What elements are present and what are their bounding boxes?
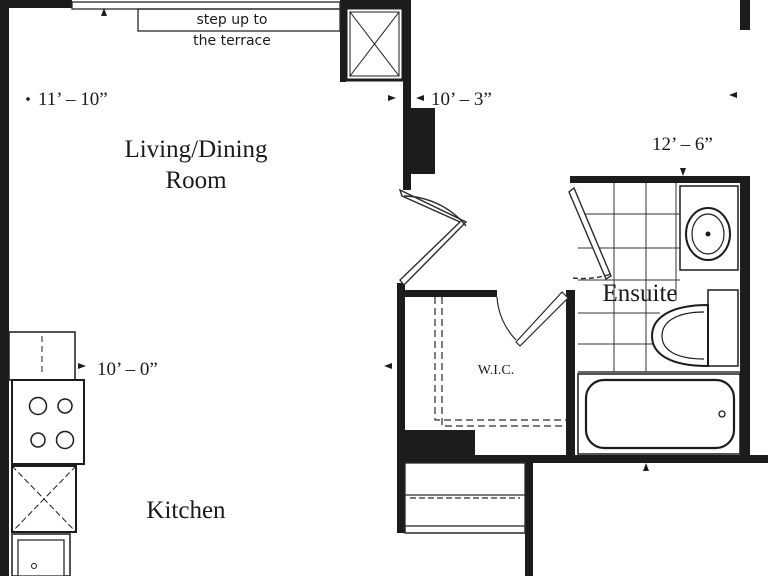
basin-outer (685, 207, 731, 261)
burner-icon (30, 432, 46, 448)
terrace-note-line2: the terrace (193, 33, 271, 49)
closet-partition (525, 460, 533, 576)
ensuite-door-leaf (568, 186, 612, 281)
closet-door-track (404, 525, 526, 534)
south-wall (400, 455, 768, 463)
terrace-step (71, 1, 341, 32)
door-swing-arc (403, 195, 467, 227)
east-wall-bathroom (740, 176, 750, 461)
dimension-tick (416, 95, 424, 101)
structural-column (344, 6, 405, 82)
dimension-markers (26, 8, 737, 471)
ensuite-tiles (578, 183, 740, 373)
dimension-tick (729, 92, 737, 98)
west-wall (0, 0, 9, 576)
dimension-dot (26, 97, 30, 101)
ensuite-door (568, 186, 612, 281)
burner-icon (55, 430, 75, 450)
column-inner (349, 11, 400, 77)
center-wall-lower (397, 283, 405, 533)
sink-icon (679, 185, 739, 271)
dimension-tick (680, 168, 686, 176)
column-outline (344, 6, 405, 82)
sink-bowl (17, 539, 65, 576)
stove (11, 379, 85, 465)
hall-closet (404, 462, 526, 534)
bathtub-icon (577, 373, 741, 455)
terrace-note-line1: step up to (197, 12, 268, 28)
walk-in-closet (434, 291, 569, 427)
door-leaf (398, 188, 468, 287)
room-label-kitchen: Kitchen (146, 497, 226, 524)
room-label-ensuite: Ensuite (603, 280, 678, 307)
kitchen-counter (8, 331, 85, 576)
east-wall-top (740, 0, 750, 30)
toilet-seat (661, 311, 705, 360)
dimension-tick (101, 8, 107, 16)
dimension-living-width: 11’ – 10” (38, 89, 108, 110)
wic-shelf-line-2 (441, 297, 566, 427)
wic-door-arc (496, 296, 517, 341)
dimension-kitchen-length: 10’ – 0” (97, 359, 158, 380)
toilet-tank (707, 289, 739, 367)
room-label-living-dining-2: Room (165, 167, 227, 194)
wic-shelf-line (434, 297, 566, 421)
wic-north-wall (405, 290, 497, 297)
wic-door-leaf (515, 291, 569, 347)
toilet-icon (650, 289, 739, 368)
basin-inner (691, 213, 725, 255)
dimension-tick (388, 95, 396, 101)
center-wall-upper (403, 0, 411, 190)
dimension-adjacent-length: 12’ – 6” (652, 134, 713, 155)
tub-drain (718, 410, 726, 418)
vanity (679, 185, 739, 271)
drain (705, 231, 711, 237)
burner-icon (57, 398, 73, 414)
dimension-tick (78, 363, 86, 369)
room-label-wic: W.I.C. (478, 363, 514, 378)
tub-inner (584, 378, 736, 450)
bath-north-wall (570, 176, 750, 183)
column-diagonal-b (349, 11, 400, 77)
dimension-tick (643, 463, 649, 471)
sink-drain (31, 563, 37, 569)
fridge-diagonal (11, 465, 77, 533)
north-wall-left (0, 0, 72, 8)
north-wall-right (340, 0, 410, 8)
duct-block (403, 108, 435, 174)
ensuite-door-arc (572, 273, 612, 280)
terrace-step-outline (137, 8, 341, 32)
burner-icon (28, 396, 48, 416)
bedroom-door (398, 188, 468, 287)
dimension-adjacent-width: 10’ – 3” (431, 89, 492, 110)
toilet-bowl (650, 303, 709, 368)
room-label-living-dining: Living/Dining (124, 136, 268, 163)
dimension-tick (384, 363, 392, 369)
column-west-edge (340, 0, 346, 82)
wic-bath-partition (566, 290, 575, 460)
